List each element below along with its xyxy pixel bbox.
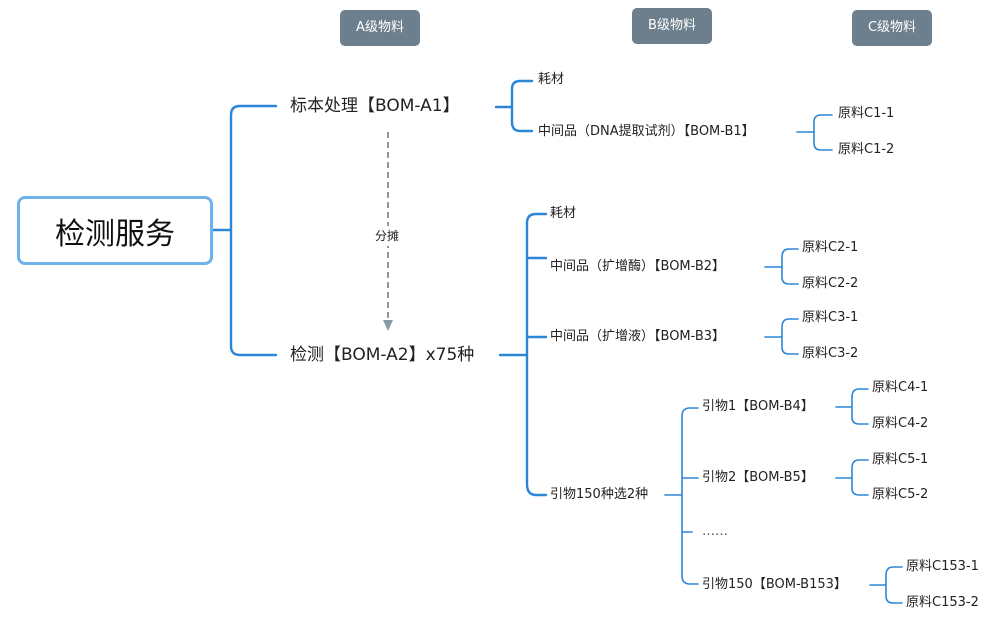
connector-a1 — [494, 79, 534, 133]
connector-b5 — [835, 459, 869, 496]
node-primers-select: 引物150种选2种 — [550, 487, 649, 502]
node-c4-1: 原料C4-1 — [872, 380, 929, 395]
node-b2-amplification-enzyme: 中间品（扩增酶）【BOM-B2】 — [550, 259, 726, 274]
allocation-label: 分摊 — [374, 226, 401, 246]
connector-b4 — [835, 388, 869, 425]
header-b-level: B级物料 — [632, 8, 712, 44]
connector-b3 — [764, 318, 799, 355]
connector-a2 — [498, 212, 548, 497]
connector-b1 — [796, 114, 833, 151]
connector-primers — [664, 407, 699, 585]
root-node-testing-service: 检测服务 — [17, 196, 213, 265]
node-b1-dna-extraction: 中间品（DNA提取试剂）【BOM-B1】 — [538, 124, 755, 139]
node-c2-2: 原料C2-2 — [802, 276, 859, 291]
node-c153-1: 原料C153-1 — [906, 559, 979, 574]
node-c3-1: 原料C3-1 — [802, 310, 859, 325]
node-c5-1: 原料C5-1 — [872, 452, 929, 467]
node-primers-ellipsis: …… — [702, 524, 728, 539]
connector-root — [211, 104, 278, 357]
node-b4-primer1: 引物1【BOM-B4】 — [702, 399, 814, 414]
allocation-arrow-head — [383, 320, 393, 331]
node-a1-specimen-processing: 标本处理【BOM-A1】 — [290, 96, 460, 116]
node-c2-1: 原料C2-1 — [802, 240, 859, 255]
node-c5-2: 原料C5-2 — [872, 487, 929, 502]
node-a1-consumable: 耗材 — [538, 72, 565, 87]
root-label: 检测服务 — [55, 216, 175, 252]
node-c1-1: 原料C1-1 — [838, 106, 895, 121]
header-c-level: C级物料 — [852, 10, 932, 46]
node-c4-2: 原料C4-2 — [872, 416, 929, 431]
node-b5-primer2: 引物2【BOM-B5】 — [702, 470, 814, 485]
node-a2-consumable: 耗材 — [550, 206, 577, 221]
connector-b2 — [764, 248, 799, 285]
node-c153-2: 原料C153-2 — [906, 595, 979, 610]
node-c1-2: 原料C1-2 — [838, 142, 895, 157]
node-b3-amplification-solution: 中间品（扩增液）【BOM-B3】 — [550, 329, 726, 344]
node-c3-2: 原料C3-2 — [802, 346, 859, 361]
connector-b153 — [869, 566, 903, 604]
node-a2-testing: 检测【BOM-A2】x75种 — [290, 345, 475, 365]
node-b153-primer150: 引物150【BOM-B153】 — [702, 577, 847, 592]
header-a-level: A级物料 — [340, 10, 420, 46]
